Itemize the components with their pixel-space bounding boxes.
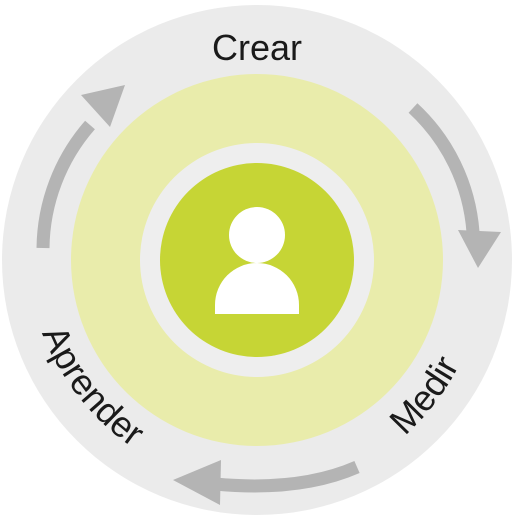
arrow-right-icon [408,103,501,268]
user-icon [215,207,299,314]
arrow-left-icon [36,85,125,249]
arrow-bottom-icon [173,460,360,505]
stage-label-crear: Crear [212,27,302,68]
